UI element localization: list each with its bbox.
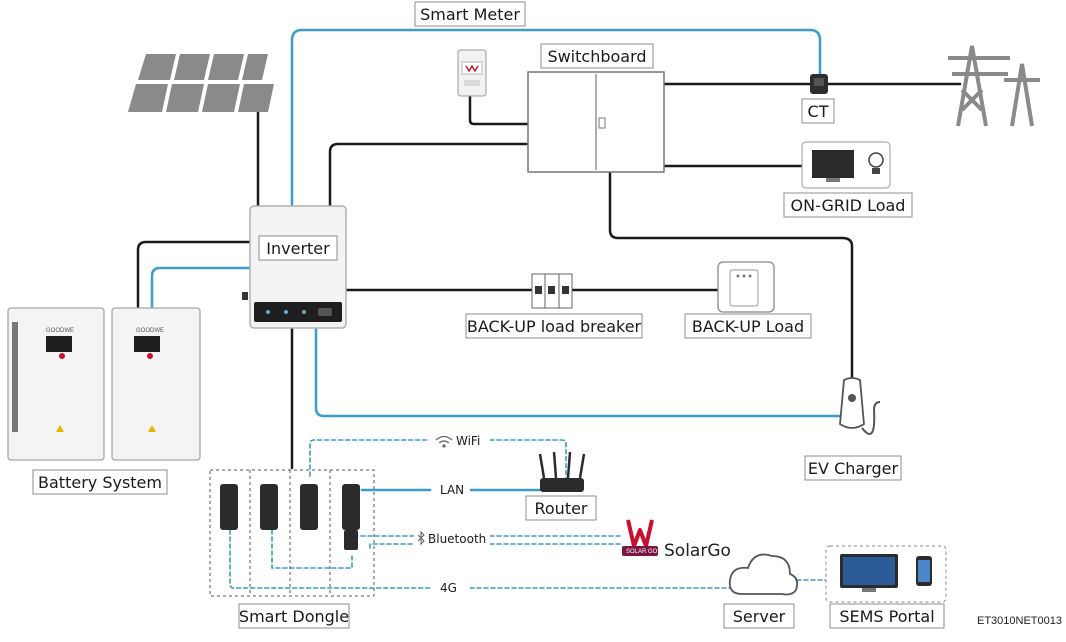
svg-text:SEMS Portal: SEMS Portal <box>839 607 934 626</box>
solargo-w-icon <box>626 519 654 548</box>
svg-text:Router: Router <box>534 499 587 518</box>
sems-portal-label: SEMS Portal <box>829 603 945 629</box>
backup-breaker-device <box>531 273 573 309</box>
router-label: Router <box>525 495 597 521</box>
dongle-4 <box>342 484 360 530</box>
battery-system-label: Battery System <box>32 469 168 495</box>
backup-breaker-label: BACK-UP load breaker <box>465 313 643 339</box>
wifi-label: WiFi <box>456 434 480 448</box>
solargo-name: SolarGo <box>664 541 731 561</box>
on-grid-load-label: ON-GRID Load <box>783 192 913 218</box>
component-labels: Smart Meter Switchboard CT ON-GRID Load … <box>32 1 945 629</box>
fourg-label: 4G <box>440 581 457 595</box>
battery-cabinet-1: GOODWE <box>7 307 105 461</box>
svg-text:EV Charger: EV Charger <box>808 459 899 478</box>
router-device <box>538 451 586 492</box>
power-pylon <box>948 45 1040 127</box>
solar-cell <box>208 54 244 80</box>
wire-inverter-meter <box>290 28 822 208</box>
solar-cell <box>138 54 176 80</box>
solar-cell <box>202 84 240 112</box>
svg-text:ON-GRID Load: ON-GRID Load <box>791 196 906 215</box>
ct-label: CT <box>801 98 835 124</box>
on-grid-load-device <box>801 141 891 189</box>
smart-dongle-label: Smart Dongle <box>238 603 350 629</box>
dongle-1 <box>220 484 238 530</box>
bluetooth-icon <box>417 530 425 546</box>
wire-wifi <box>309 439 567 483</box>
document-code: ET3010NET0013 <box>977 615 1062 627</box>
solar-cell <box>128 84 168 112</box>
wifi-icon <box>435 435 453 448</box>
inverter-device <box>242 205 347 329</box>
svg-text:BACK-UP load breaker: BACK-UP load breaker <box>467 317 642 336</box>
smart-meter-label: Smart Meter <box>414 1 526 27</box>
link-labels: WiFi LAN Bluetooth 4G <box>414 432 490 596</box>
svg-text:Inverter: Inverter <box>266 239 330 258</box>
solar-panels <box>128 54 274 112</box>
solargo-logo: SOLAR GO SolarGo <box>622 519 731 561</box>
bluetooth-label: Bluetooth <box>428 532 486 546</box>
ev-charger-device <box>839 377 881 435</box>
wire-inverter-battery2 <box>150 266 252 310</box>
wire-inverter-switchboard <box>328 142 530 208</box>
battery-brand-2: GOODWE <box>136 328 164 334</box>
wire-4g <box>229 529 827 589</box>
solar-cell <box>238 84 274 112</box>
svg-text:CT: CT <box>808 102 829 121</box>
backup-load-device <box>717 261 775 313</box>
svg-text:Battery System: Battery System <box>38 473 162 492</box>
wire-switchboard-ev <box>608 170 854 382</box>
server-cloud <box>728 553 799 596</box>
svg-text:Smart Dongle: Smart Dongle <box>239 607 349 626</box>
solar-cell <box>242 54 268 80</box>
dongle-2 <box>260 484 278 530</box>
svg-text:BACK-UP Load: BACK-UP Load <box>692 317 804 336</box>
switchboard-cabinet <box>527 71 665 173</box>
wires <box>136 28 962 589</box>
smart-meter-device <box>457 49 487 97</box>
solar-cell <box>174 54 210 80</box>
wire-inverter-battery1 <box>136 240 252 310</box>
svg-text:Smart Meter: Smart Meter <box>420 5 520 24</box>
svg-text:Server: Server <box>733 607 786 626</box>
wire-inverter-ev <box>314 326 844 418</box>
solar-cell <box>166 84 204 112</box>
ev-charger-label: EV Charger <box>804 455 902 481</box>
lan-label: LAN <box>440 483 464 497</box>
inverter-label: Inverter <box>258 235 338 261</box>
solargo-badge: SOLAR GO <box>626 549 658 555</box>
battery-cabinet-2: GOODWE <box>111 307 201 461</box>
wire-meter-switchboard <box>468 92 530 126</box>
svg-text:Switchboard: Switchboard <box>547 47 646 66</box>
wire-4g-b <box>271 529 353 569</box>
battery-brand-1: GOODWE <box>46 328 74 334</box>
backup-load-label: BACK-UP Load <box>684 313 812 339</box>
ct-device <box>810 74 828 94</box>
dongle-3 <box>300 484 318 530</box>
smart-dongle-group <box>209 469 375 597</box>
server-label: Server <box>723 603 795 629</box>
switchboard-label: Switchboard <box>540 43 654 69</box>
wire-bluetooth <box>351 535 623 549</box>
sems-portal-devices <box>825 545 947 603</box>
